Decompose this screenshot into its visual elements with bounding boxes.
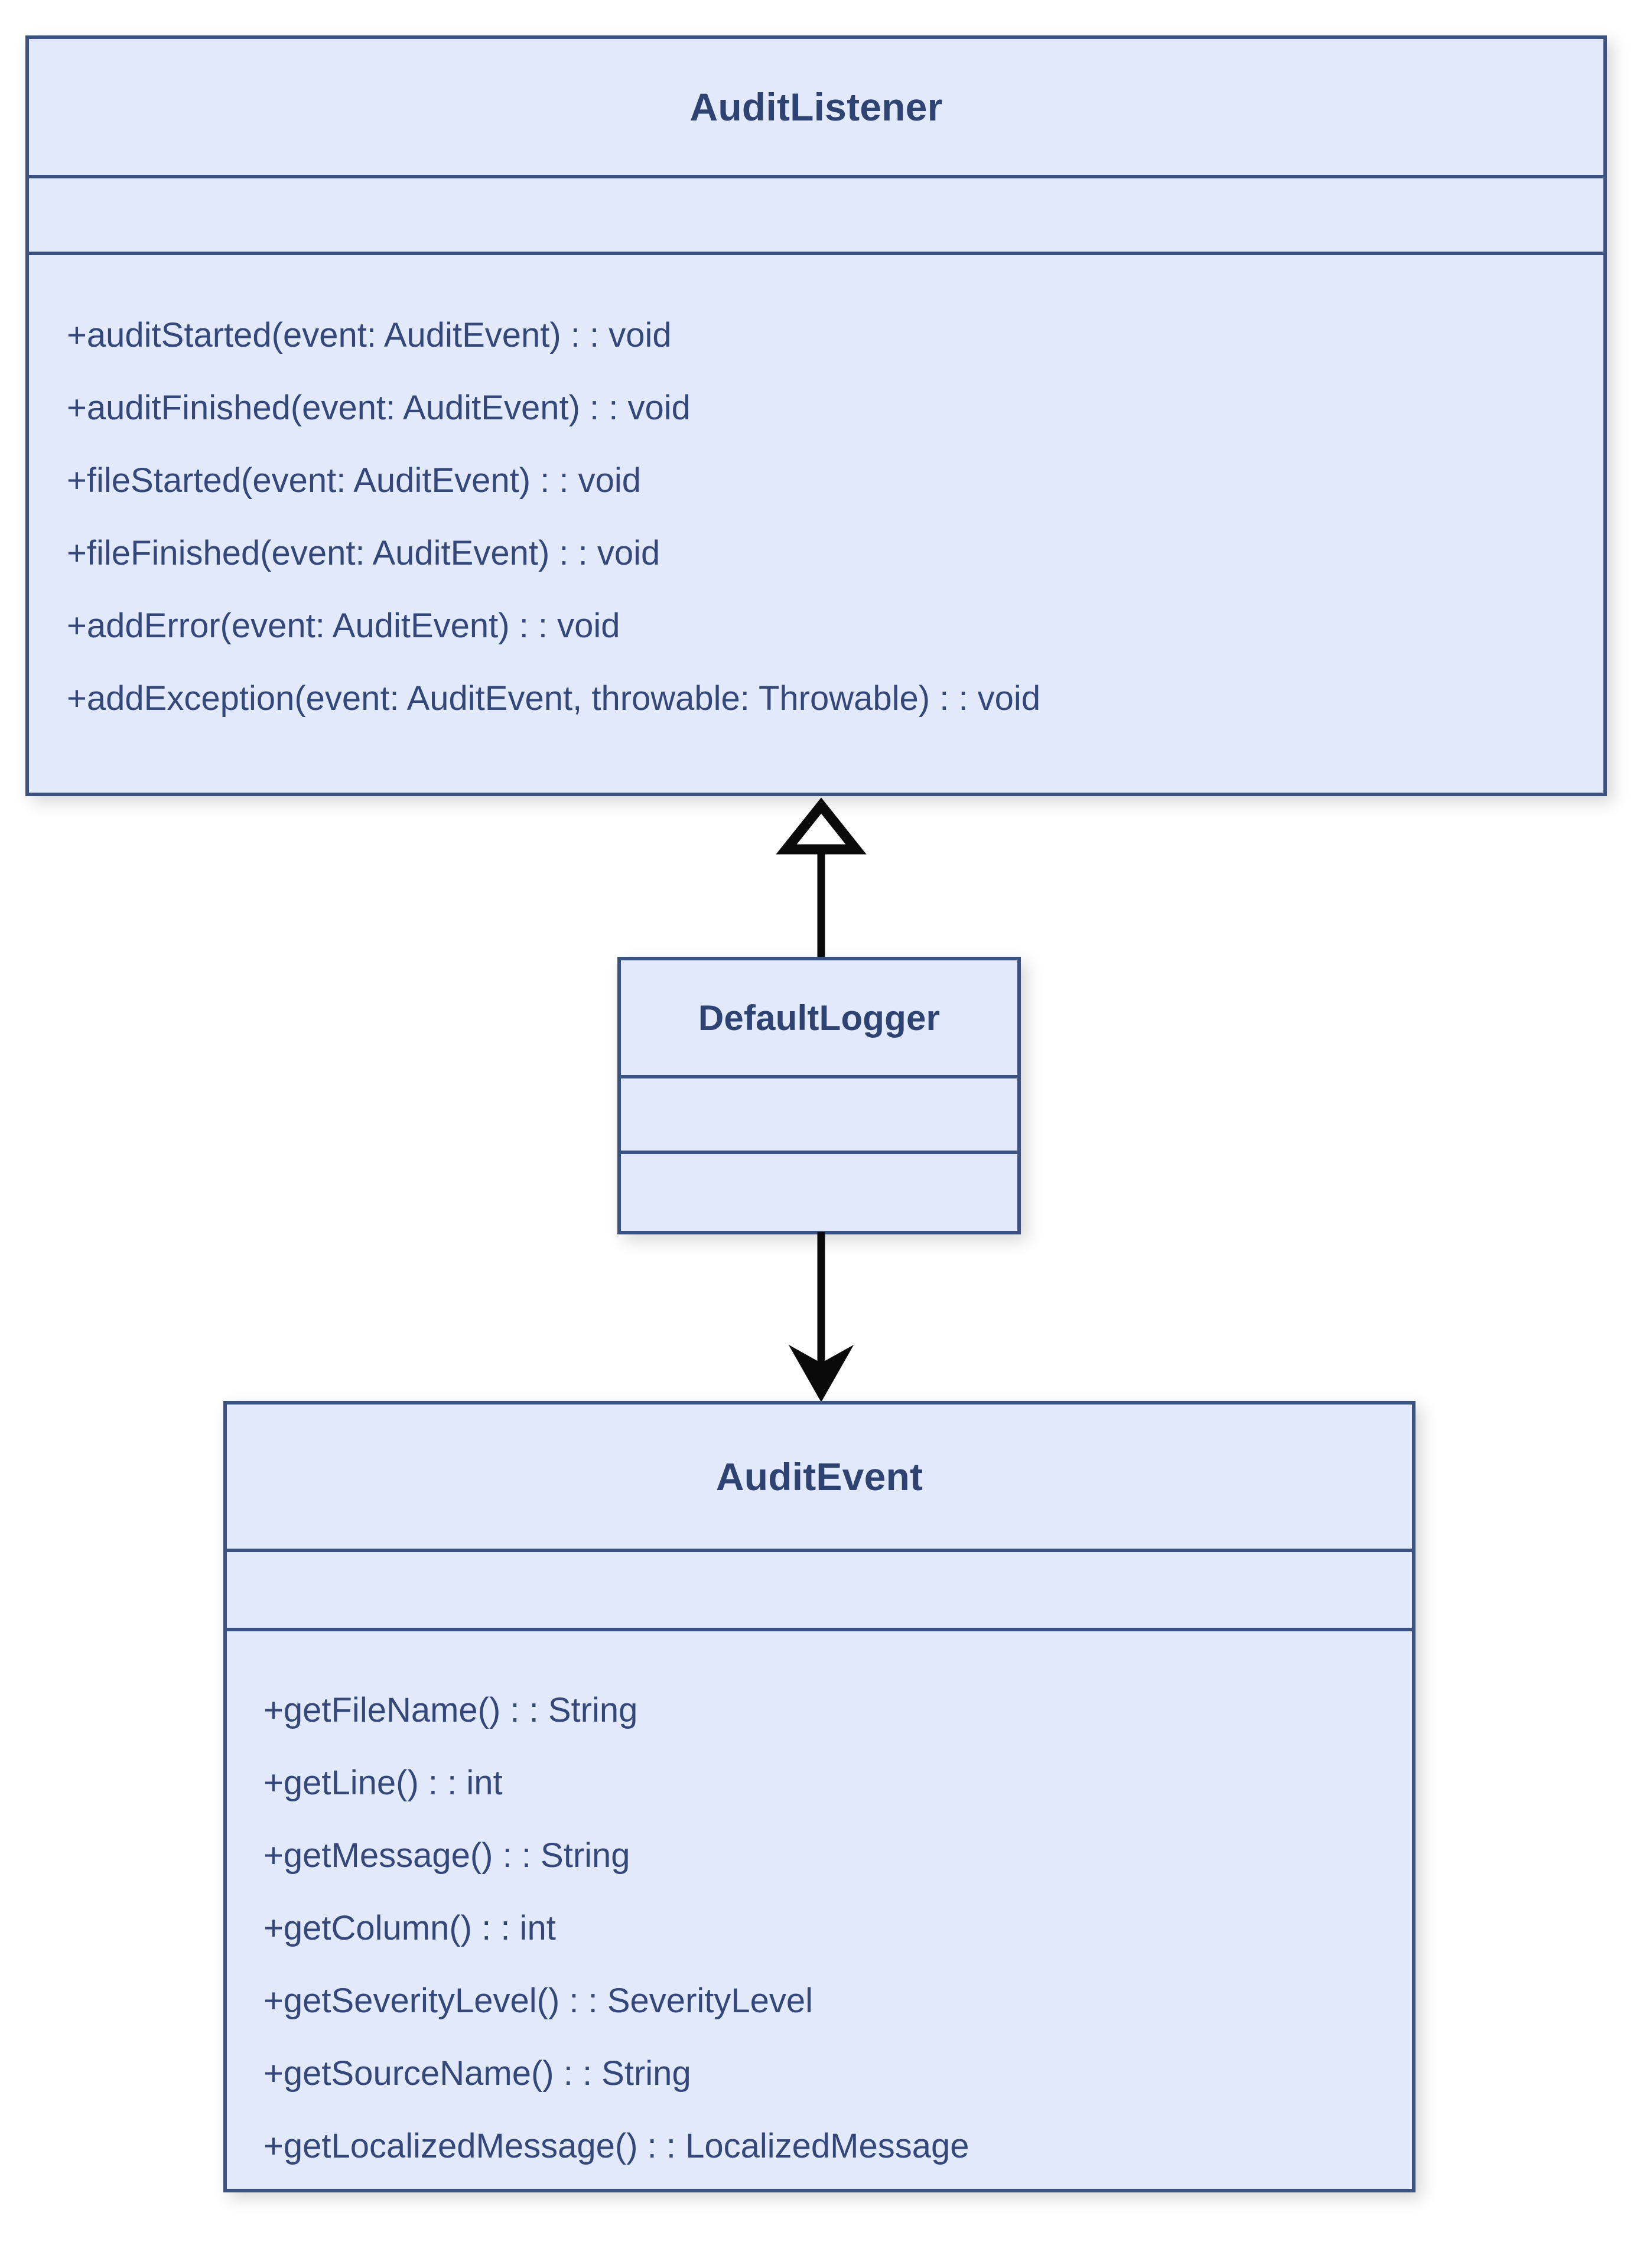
class-method: +getSourceName() : : String <box>263 2054 691 2093</box>
class-methods-auditlistener: +auditStarted(event: AuditEvent) : : voi… <box>29 252 1603 793</box>
class-method: +addException(event: AuditEvent, throwab… <box>67 679 1041 718</box>
filled-arrowhead-icon <box>788 1344 854 1403</box>
class-method: +getMessage() : : String <box>263 1836 630 1875</box>
class-method: +getColumn() : : int <box>263 1909 556 1947</box>
class-method: +fileFinished(event: AuditEvent) : : voi… <box>67 534 660 572</box>
class-method: +addError(event: AuditEvent) : : void <box>67 607 620 645</box>
class-title-defaultlogger: DefaultLogger <box>698 998 941 1038</box>
connector-dependency-defaultlogger-to-auditevent <box>788 1232 854 1403</box>
class-attributes-auditevent <box>227 1549 1412 1628</box>
class-box-defaultlogger[interactable]: DefaultLogger <box>617 957 1021 1234</box>
connector-realization-defaultlogger-to-auditlistener <box>776 797 867 962</box>
class-method: +getFileName() : : String <box>263 1691 638 1729</box>
class-attributes-auditlistener <box>29 175 1603 252</box>
class-method: +getLine() : : int <box>263 1764 503 1802</box>
class-method: +getSeverityLevel() : : SeverityLevel <box>263 1982 814 2020</box>
class-method: +getLocalizedMessage() : : LocalizedMess… <box>263 2127 969 2165</box>
class-methods-defaultlogger <box>621 1151 1017 1231</box>
class-attributes-defaultlogger <box>621 1075 1017 1151</box>
class-box-auditlistener[interactable]: AuditListener +auditStarted(event: Audit… <box>25 35 1607 796</box>
hollow-triangle-arrowhead-icon <box>776 797 867 855</box>
class-methods-auditevent: +getFileName() : : String +getLine() : :… <box>227 1628 1412 2189</box>
class-method: +fileStarted(event: AuditEvent) : : void <box>67 461 642 500</box>
class-title-auditlistener: AuditListener <box>689 85 943 129</box>
class-box-auditevent[interactable]: AuditEvent +getFileName() : : String +ge… <box>223 1401 1416 2192</box>
class-title-auditevent: AuditEvent <box>715 1455 923 1498</box>
class-method: +auditFinished(event: AuditEvent) : : vo… <box>67 389 691 427</box>
class-method: +auditStarted(event: AuditEvent) : : voi… <box>67 316 672 354</box>
